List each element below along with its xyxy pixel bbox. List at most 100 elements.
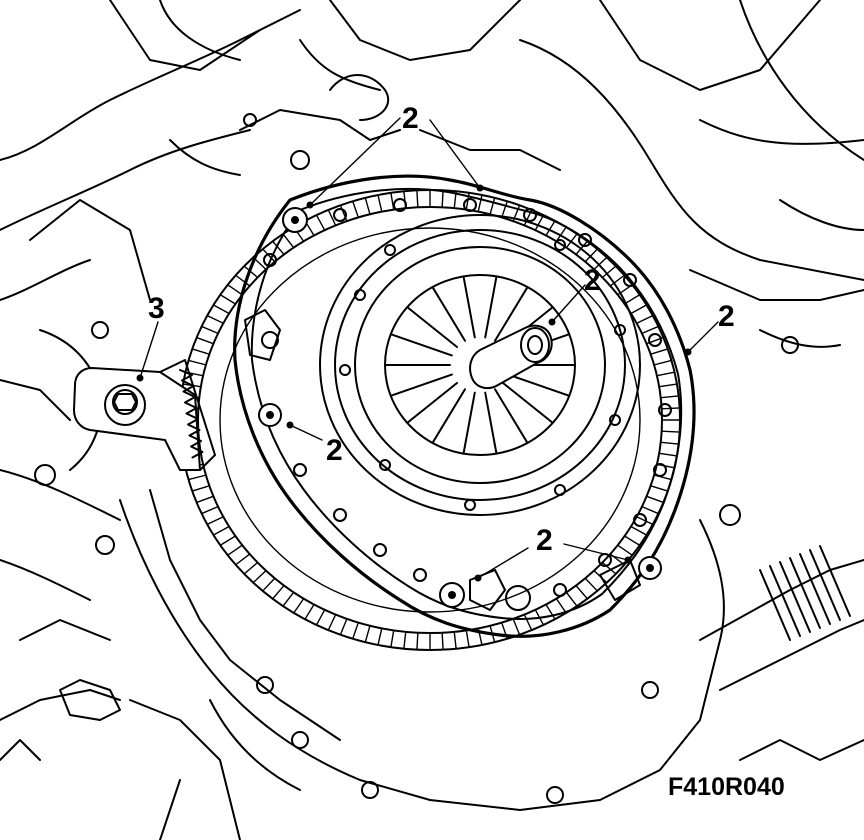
callout-2-bottom: 2 xyxy=(536,524,553,557)
gear-tooth xyxy=(282,233,295,249)
callout-2-right: 2 xyxy=(718,300,735,333)
spring-finger xyxy=(462,391,476,455)
gear-tooth xyxy=(377,194,383,213)
gear-tooth xyxy=(593,256,608,271)
gear-tooth xyxy=(293,597,305,614)
gear-tooth xyxy=(489,197,496,215)
gear-tooth xyxy=(545,220,556,237)
gear-tooth xyxy=(262,248,276,263)
gear-tooth xyxy=(575,240,589,256)
gear-tooth xyxy=(327,613,337,631)
spring-finger xyxy=(431,388,466,444)
gear-tooth xyxy=(315,214,326,231)
gear-tooth xyxy=(227,544,244,556)
gear-tooth xyxy=(616,544,633,556)
gear-tooth xyxy=(641,325,660,335)
spring-finger xyxy=(507,373,571,397)
gear-tooth xyxy=(534,214,545,231)
gear-tooth xyxy=(565,233,578,249)
callout-3-tool: 3 xyxy=(148,292,165,325)
gear-tooth xyxy=(565,591,578,607)
gear-tooth xyxy=(282,591,295,607)
gear-tooth xyxy=(416,189,419,208)
gear-tooth xyxy=(555,597,567,614)
callout-leaders xyxy=(136,117,719,582)
gear-tooth xyxy=(584,577,598,592)
gear-tooth xyxy=(390,192,395,211)
gear-tooth xyxy=(660,430,681,433)
gear-tooth xyxy=(609,274,625,287)
gear-tooth xyxy=(641,505,660,515)
spring-finger xyxy=(501,381,554,424)
gear-tooth xyxy=(636,314,654,325)
callout-2-hub: 2 xyxy=(584,264,601,297)
gear-tooth xyxy=(649,485,669,492)
gear-tooth xyxy=(623,294,641,305)
gear-tooth xyxy=(477,194,483,213)
gear-tooth xyxy=(545,603,556,620)
gear-tooth xyxy=(219,535,237,546)
gear-tooth xyxy=(584,248,598,263)
gear-tooth xyxy=(243,561,259,575)
gear-tooth xyxy=(227,284,244,296)
spring-finger xyxy=(484,275,498,339)
gear-tooth xyxy=(601,265,617,279)
gear-tooth xyxy=(416,632,419,651)
gear-tooth xyxy=(512,618,521,636)
gear-tooth xyxy=(660,441,680,445)
gear-tooth xyxy=(327,209,337,227)
gear-tooth xyxy=(206,515,224,526)
gear-tooth xyxy=(441,632,444,651)
gear-tooth xyxy=(200,505,219,515)
centering-tool xyxy=(469,324,553,390)
flywheel-locking-tool xyxy=(73,359,216,471)
gear-tooth xyxy=(653,359,673,366)
gear-tooth xyxy=(212,304,230,315)
spring-finger xyxy=(389,333,453,357)
gear-tooth xyxy=(352,621,360,640)
gear-tooth xyxy=(212,525,230,536)
gear-tooth xyxy=(575,584,589,600)
gear-tooth xyxy=(206,314,224,325)
gear-tooth xyxy=(252,569,267,584)
gear-tooth xyxy=(187,474,207,481)
figure-code: F410R040 xyxy=(668,773,785,801)
gear-tooth xyxy=(200,325,219,335)
gear-tooth xyxy=(403,631,407,650)
gear-tooth xyxy=(235,274,251,287)
pressure-plate-cover xyxy=(233,174,696,638)
callout-2-top: 2 xyxy=(402,102,419,135)
gear-tooth xyxy=(352,200,360,219)
gear-tooth xyxy=(441,189,444,208)
gear-tooth xyxy=(623,535,641,546)
gear-tooth xyxy=(235,553,251,566)
gear-tooth xyxy=(523,613,533,631)
gear-tooth xyxy=(390,629,395,648)
tool-teeth xyxy=(179,369,204,459)
gear-tooth xyxy=(304,603,315,620)
gear-tooth xyxy=(364,197,371,215)
callout-2-left-mid: 2 xyxy=(326,434,343,467)
gear-tooth xyxy=(636,515,654,526)
spring-finger xyxy=(431,286,466,342)
spring-finger xyxy=(389,373,453,397)
gear-tooth xyxy=(630,525,648,536)
gear-tooth xyxy=(195,495,215,504)
gear-tooth xyxy=(339,618,348,636)
gear-tooth xyxy=(601,561,617,575)
gear-tooth xyxy=(649,348,669,355)
gear-tooth xyxy=(630,304,648,315)
gear-tooth xyxy=(271,584,285,600)
gear-tooth xyxy=(500,200,508,219)
spring-finger xyxy=(406,381,459,424)
gear-tooth xyxy=(271,240,285,256)
spring-finger xyxy=(494,388,529,444)
gear-tooth xyxy=(191,348,211,355)
diaphragm-spring xyxy=(319,214,641,516)
gear-tooth xyxy=(453,631,457,650)
gear-tooth xyxy=(191,485,211,492)
gear-tooth xyxy=(660,395,680,399)
gear-tooth xyxy=(465,629,470,648)
gear-tooth xyxy=(658,452,678,457)
